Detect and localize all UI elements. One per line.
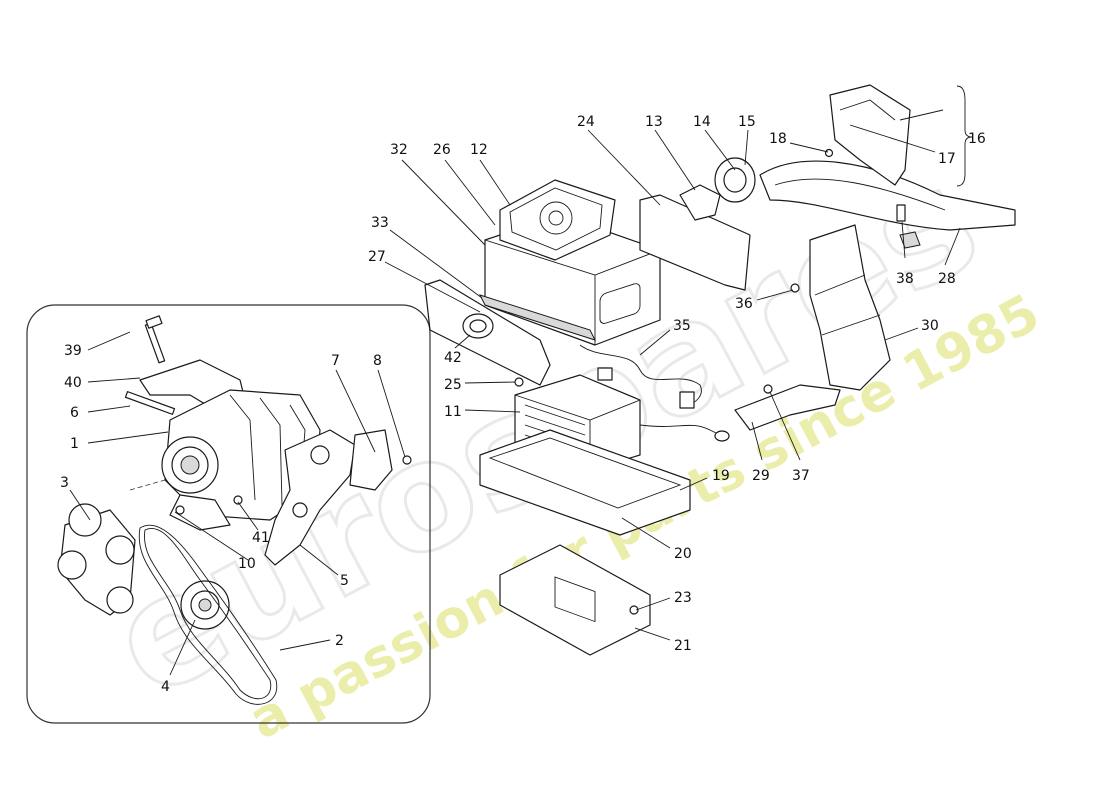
callout-37: 37 <box>792 468 810 484</box>
callout-16-brace <box>956 85 973 187</box>
callout-13: 13 <box>645 114 663 130</box>
inverter-group <box>424 179 730 656</box>
callout-14: 14 <box>693 114 711 130</box>
callout-38: 38 <box>896 271 914 287</box>
callout-24: 24 <box>577 114 595 130</box>
callout-11: 11 <box>444 404 462 420</box>
callout-2: 2 <box>335 633 344 649</box>
callout-26: 26 <box>433 142 451 158</box>
callout-27: 27 <box>368 249 386 265</box>
callout-41: 41 <box>252 530 270 546</box>
callout-21: 21 <box>674 638 692 654</box>
callout-15: 15 <box>738 114 756 130</box>
callout-8: 8 <box>373 353 382 369</box>
callout-28: 28 <box>938 271 956 287</box>
callout-3: 3 <box>60 475 69 491</box>
callout-40: 40 <box>64 375 82 391</box>
callout-36: 36 <box>735 296 753 312</box>
callout-25: 25 <box>444 377 462 393</box>
callout-5: 5 <box>340 573 349 589</box>
callout-12: 12 <box>470 142 488 158</box>
callout-18: 18 <box>769 131 787 147</box>
callout-30: 30 <box>921 318 939 334</box>
callout-20: 20 <box>674 546 692 562</box>
callout-labels: 39 40 6 1 3 10 41 5 7 8 2 4 27 33 32 26 … <box>60 114 986 695</box>
callout-17: 17 <box>938 151 956 167</box>
callout-39: 39 <box>64 343 82 359</box>
alternator-group <box>57 315 412 705</box>
callout-23: 23 <box>674 590 692 606</box>
callout-1: 1 <box>70 436 79 452</box>
callout-35: 35 <box>673 318 691 334</box>
alternator-inset-frame <box>26 304 431 724</box>
callout-7: 7 <box>331 353 340 369</box>
callout-19: 19 <box>712 468 730 484</box>
leader-lines <box>69 109 961 676</box>
callout-33: 33 <box>371 215 389 231</box>
callout-42: 42 <box>444 350 462 366</box>
callout-6: 6 <box>70 405 79 421</box>
callout-32: 32 <box>390 142 408 158</box>
callout-4: 4 <box>161 679 170 695</box>
ducting-group <box>639 84 1016 431</box>
callout-16: 16 <box>968 131 986 147</box>
callout-10: 10 <box>238 556 256 572</box>
callout-29: 29 <box>752 468 770 484</box>
